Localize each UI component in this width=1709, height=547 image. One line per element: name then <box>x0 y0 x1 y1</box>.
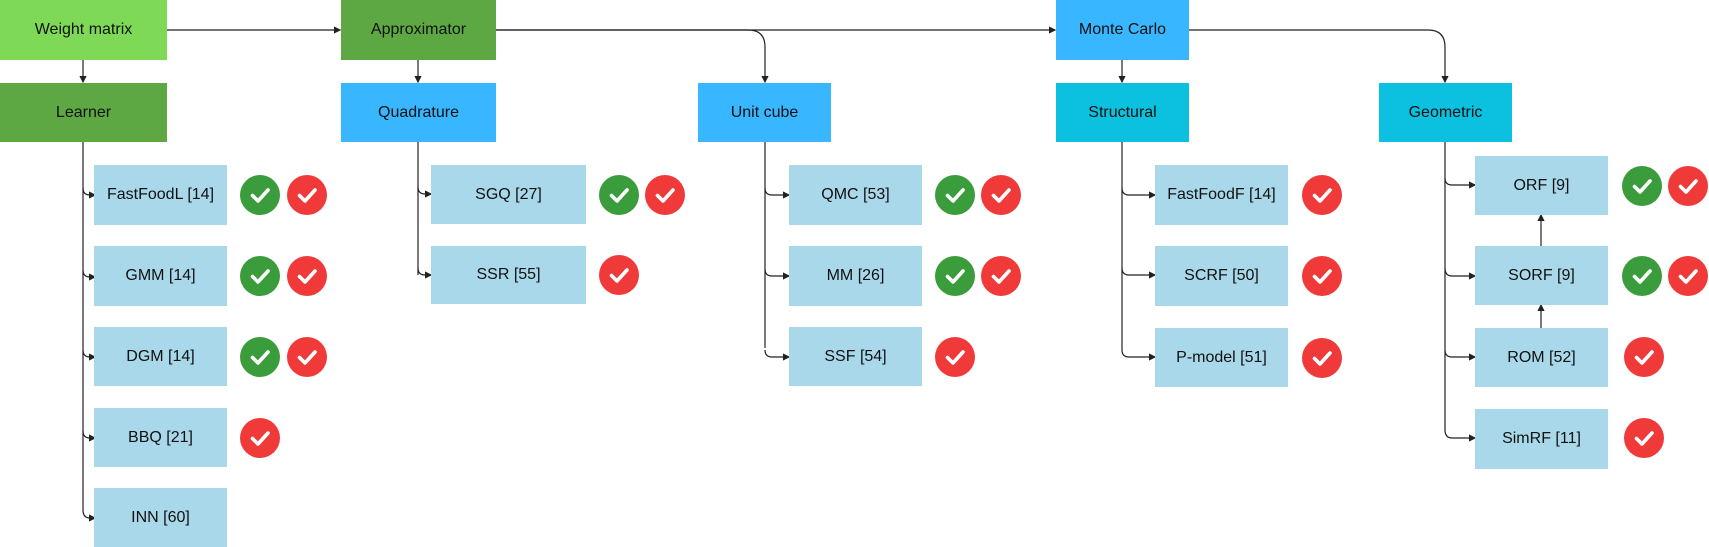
leaf-sgq: SGQ [27] <box>431 165 586 224</box>
leaf-p-model: P-model [51] <box>1155 328 1288 387</box>
green-check-icon <box>1622 256 1662 296</box>
geometric-node: Geometric <box>1379 83 1512 142</box>
leaf-gmm: GMM [14] <box>94 246 227 306</box>
red-check-icon <box>287 337 327 377</box>
green-check-icon <box>240 175 280 215</box>
leaf-fastfoodl: FastFoodL [14] <box>94 165 227 225</box>
green-check-icon <box>935 175 975 215</box>
unit-cube-node: Unit cube <box>698 83 831 142</box>
red-check-icon <box>645 175 685 215</box>
leaf-ssr: SSR [55] <box>431 246 586 304</box>
quadrature-node: Quadrature <box>341 83 496 142</box>
red-check-icon <box>287 256 327 296</box>
approximator-node: Approximator <box>341 0 496 60</box>
red-check-icon <box>240 418 280 458</box>
leaf-dgm: DGM [14] <box>94 327 227 386</box>
red-check-icon <box>1668 256 1708 296</box>
red-check-icon <box>981 175 1021 215</box>
leaf-inn: INN [60] <box>94 488 227 547</box>
red-check-icon <box>1302 338 1342 378</box>
red-check-icon <box>1302 256 1342 296</box>
red-check-icon <box>1624 418 1664 458</box>
leaf-simrf: SimRF [11] <box>1475 409 1608 469</box>
red-check-icon <box>935 337 975 377</box>
red-check-icon <box>1302 175 1342 215</box>
red-check-icon <box>1624 337 1664 377</box>
monte-carlo-node: Monte Carlo <box>1056 0 1189 60</box>
green-check-icon <box>240 256 280 296</box>
leaf-rom: ROM [52] <box>1475 328 1608 387</box>
weight-matrix-node: Weight matrix <box>0 0 167 60</box>
structural-node: Structural <box>1056 83 1189 142</box>
learner-node: Learner <box>0 83 167 142</box>
green-check-icon <box>1622 166 1662 206</box>
leaf-qmc: QMC [53] <box>789 165 922 225</box>
green-check-icon <box>599 175 639 215</box>
leaf-orf: ORF [9] <box>1475 156 1608 215</box>
red-check-icon <box>599 255 639 295</box>
leaf-mm: MM [26] <box>789 246 922 306</box>
leaf-bbq: BBQ [21] <box>94 408 227 467</box>
red-check-icon <box>287 175 327 215</box>
green-check-icon <box>240 337 280 377</box>
leaf-sorf: SORF [9] <box>1475 246 1608 305</box>
green-check-icon <box>935 256 975 296</box>
leaf-scrf: SCRF [50] <box>1155 246 1288 306</box>
leaf-ssf: SSF [54] <box>789 327 922 386</box>
leaf-fastfoodf: FastFoodF [14] <box>1155 165 1288 225</box>
red-check-icon <box>1668 166 1708 206</box>
red-check-icon <box>981 256 1021 296</box>
